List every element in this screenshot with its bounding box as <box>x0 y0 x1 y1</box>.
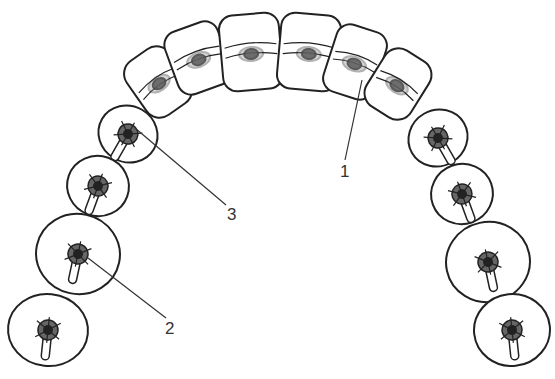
callout-number: 2 <box>164 320 175 337</box>
callout-number: 3 <box>226 206 237 223</box>
posterior-teeth <box>4 95 553 370</box>
leader-lines <box>88 80 362 318</box>
anterior-teeth <box>118 12 438 126</box>
callout-number: 1 <box>339 163 350 180</box>
